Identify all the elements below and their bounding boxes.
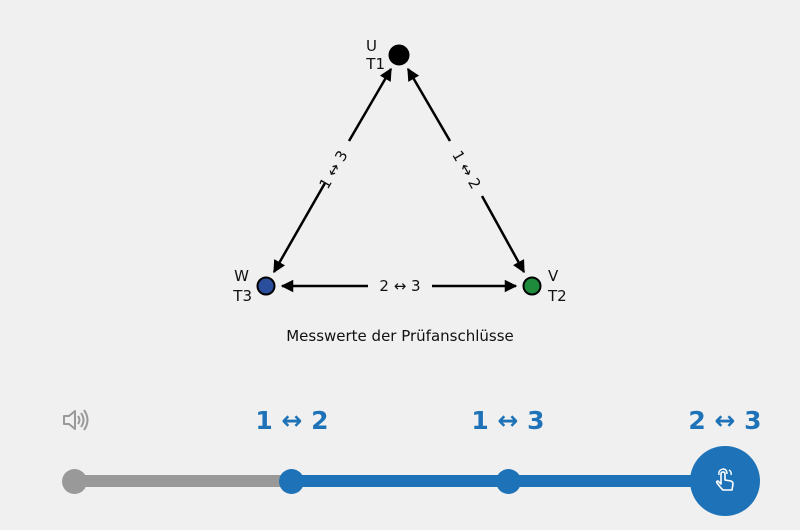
- step-label-2[interactable]: 1 ↔ 3: [471, 406, 545, 435]
- tap-hand-icon: [715, 468, 734, 491]
- step-dot-2[interactable]: [496, 469, 521, 494]
- node-v-terminal: T2: [547, 287, 567, 305]
- node-u: [388, 44, 410, 66]
- terminal-diagram: 1 ↔ 3 1 ↔ 2 2 ↔ 3 U T1 V T2 W T3 Messwer…: [232, 37, 567, 345]
- edge-label-1-3: 1 ↔ 3: [315, 147, 351, 192]
- node-v-label: V: [548, 267, 559, 285]
- node-w-terminal: T3: [232, 287, 252, 305]
- step-label-1[interactable]: 1 ↔ 2: [255, 406, 329, 435]
- node-w: [256, 276, 276, 296]
- edge-2-3: 2 ↔ 3: [280, 277, 518, 295]
- node-u-terminal: T1: [365, 55, 385, 73]
- speaker-icon[interactable]: [62, 408, 90, 436]
- diagram-caption: Messwerte der Prüfanschlüsse: [286, 327, 514, 345]
- node-v: [522, 276, 542, 296]
- node-u-label: U: [366, 37, 377, 55]
- edge-1-2: 1 ↔ 2: [406, 67, 526, 274]
- edge-label-1-2: 1 ↔ 2: [448, 147, 484, 192]
- step-label-3[interactable]: 2 ↔ 3: [688, 406, 762, 435]
- step-handle-current[interactable]: [690, 446, 760, 516]
- edge-label-2-3: 2 ↔ 3: [379, 277, 420, 295]
- step-dot-1[interactable]: [279, 469, 304, 494]
- step-start-dot[interactable]: [62, 469, 87, 494]
- node-w-label: W: [234, 267, 249, 285]
- track-inactive: [74, 475, 291, 487]
- edge-1-3: 1 ↔ 3: [272, 67, 393, 274]
